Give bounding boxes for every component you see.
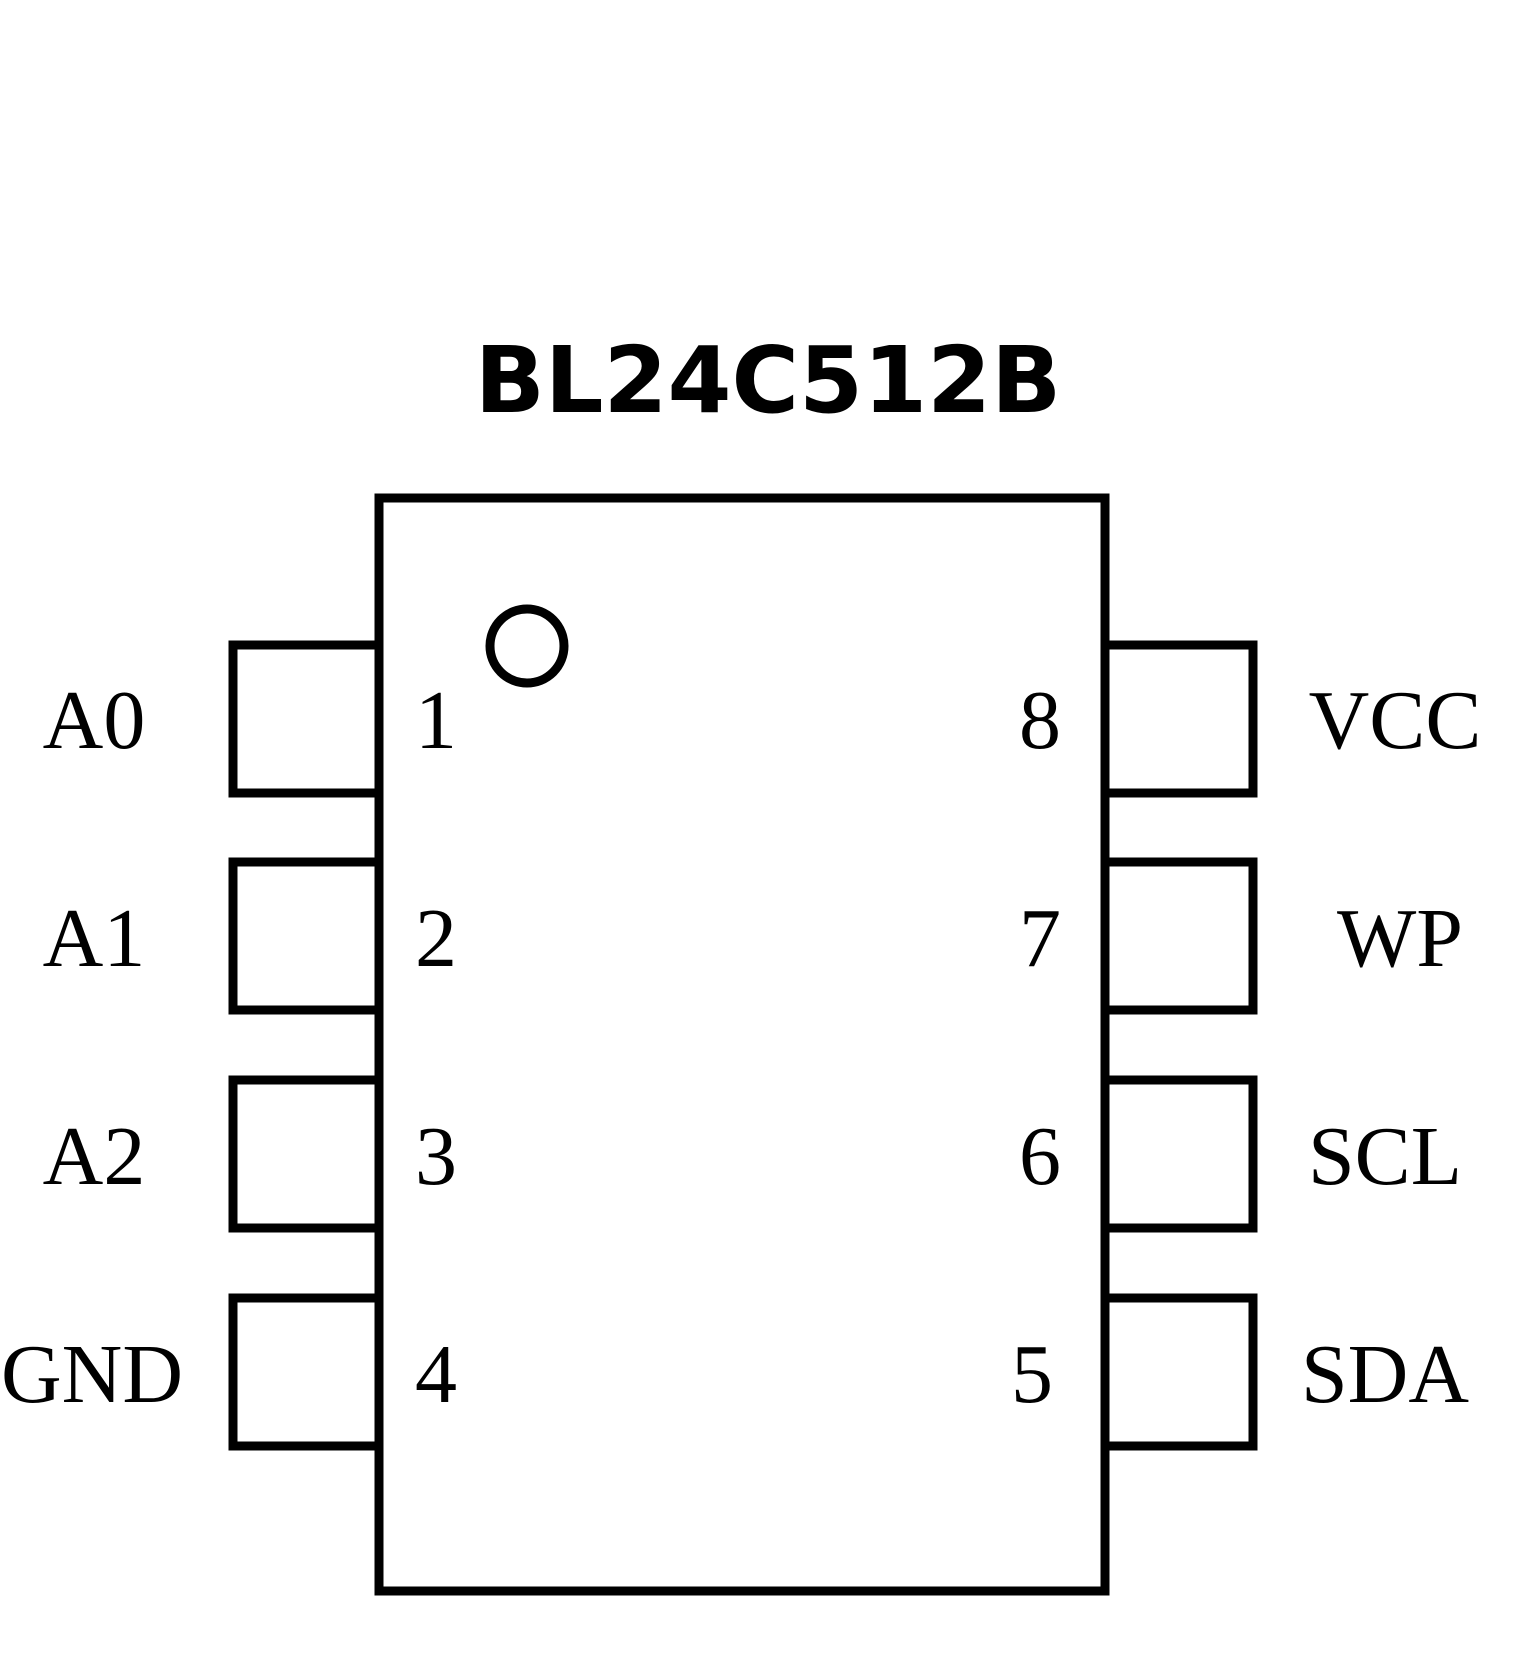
pin-4-lead [228, 1293, 384, 1451]
chip-title: BL24C512B [475, 327, 1061, 434]
pin-3-lead [228, 1075, 384, 1233]
pin-name-label: GND [1, 1328, 183, 1421]
pin-name-label: A2 [43, 1110, 146, 1203]
pin-2-lead [228, 857, 384, 1015]
pin-number: 4 [415, 1328, 457, 1421]
pin-name-label: WP [1337, 892, 1463, 985]
pin-5-lead [1100, 1293, 1258, 1451]
pin-number: 8 [1019, 674, 1061, 767]
pin-number: 7 [1019, 892, 1061, 985]
pin-name-label: VCC [1309, 674, 1482, 767]
pin-number: 2 [415, 892, 457, 985]
pin-name-label: A1 [43, 892, 146, 985]
pin-number: 1 [415, 674, 457, 767]
pin-7-lead [1100, 857, 1258, 1015]
pin-number: 6 [1019, 1110, 1061, 1203]
pin-number: 3 [415, 1110, 457, 1203]
pin-1-indicator-icon [485, 604, 569, 688]
pin-name-label: SDA [1301, 1328, 1469, 1421]
pin-1-lead [228, 640, 384, 798]
pin-6-lead [1100, 1075, 1258, 1233]
chip-body [374, 493, 1110, 1596]
pin-number: 5 [1011, 1328, 1053, 1421]
pin-8-lead [1100, 640, 1258, 798]
pin-name-label: SCL [1308, 1110, 1462, 1203]
pin-name-label: A0 [43, 674, 146, 767]
